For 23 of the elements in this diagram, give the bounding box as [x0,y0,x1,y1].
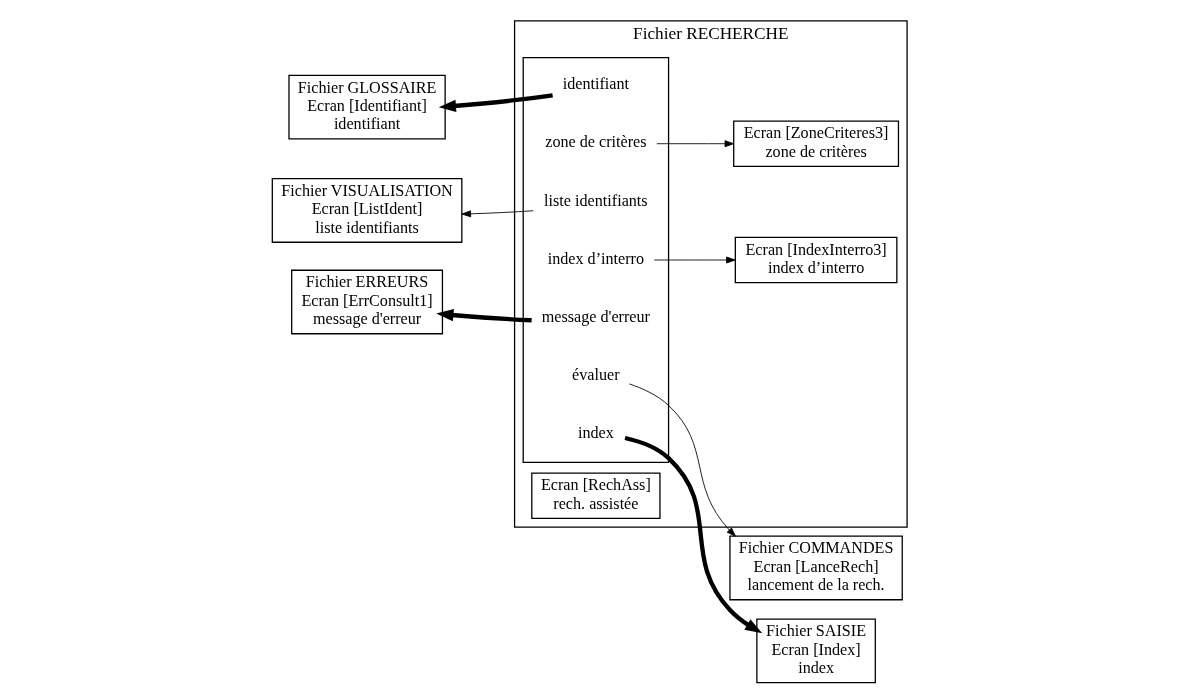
node-box: Fichier ERREURS Ecran [ErrConsult1] message d'erreur [291,269,444,335]
arrow [653,256,736,264]
node-text: identifiant [562,75,630,93]
arrow [628,383,736,537]
node-text: message d'erreur [541,307,650,325]
node-text: index [577,424,614,442]
node-text: liste identifiants [544,191,648,209]
node-text: zone de critères [545,133,647,151]
node-box: Ecran [IndexInterro3] index d’interro [734,236,898,284]
cluster [522,56,670,464]
node-box: Fichier SAISIE Ecran [Index] index [756,618,876,684]
node-text: évaluer [572,366,620,384]
node-box: Ecran [RechAss] rech. assistée [531,472,661,520]
arrow [436,309,532,323]
arrow [438,93,553,112]
node-box: Fichier VISUALISATION Ecran [ListIdent] liste identifiants [271,178,463,243]
node-box: Fichier COMMANDES Ecran [LanceRech] lancement de la rech. [729,535,903,601]
node-text: index d’interro [547,249,645,267]
arrow [656,140,735,148]
arrow [624,435,763,634]
arrow [461,210,534,218]
node-box: Ecran [ZoneCriteres3] zone de critères [733,120,900,167]
node-box: Fichier GLOSSAIRE Ecran [Identifiant] identifiant [288,74,446,140]
